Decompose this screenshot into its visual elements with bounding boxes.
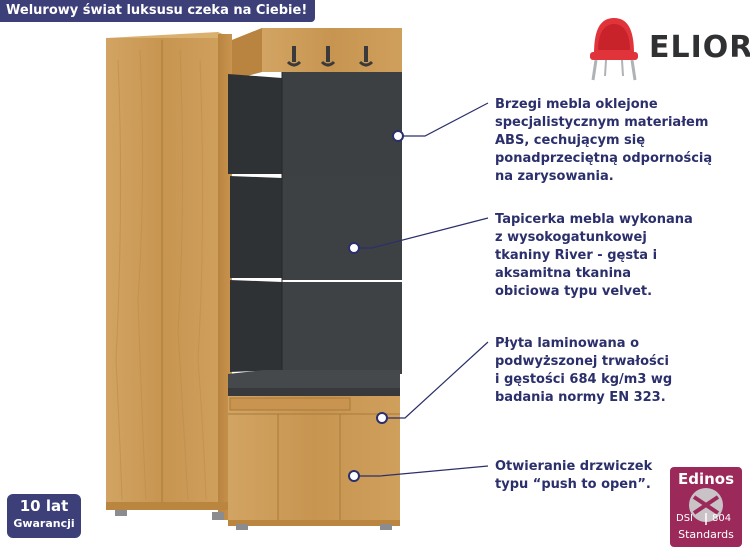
lower-cabinet xyxy=(228,396,400,530)
certificate-number: 804 xyxy=(712,513,732,524)
feature-laminate: Płyta laminowana o podwyższonej trwałośc… xyxy=(495,336,673,405)
brand-name: ELIOR xyxy=(649,30,750,65)
chair-icon xyxy=(590,18,638,81)
promo-banner: Welurowy świat luksusu czeka na Ciebie! xyxy=(0,0,316,22)
feature-push-to-open: Otwieranie drzwiczek typu “push to open”… xyxy=(495,459,653,492)
feature-upholstery: Tapicerka mebla wykonana z wysokogatunko… xyxy=(495,212,693,299)
warranty-years: 10 lat xyxy=(19,497,69,515)
coat-hook-icon xyxy=(286,46,374,67)
hanger-panel xyxy=(232,28,402,80)
brand-logo xyxy=(590,18,638,81)
bench-seat xyxy=(228,370,400,396)
certificate-standards: Standards xyxy=(678,528,734,541)
wardrobe xyxy=(106,32,232,520)
feature-edge-banding: Brzegi mebla oklejone specjalistycznym m… xyxy=(495,97,713,184)
warranty-label: Gwarancji xyxy=(13,517,75,530)
certificate-title: Edinos xyxy=(677,470,735,488)
certificate-dsi: DSI xyxy=(676,513,693,524)
upholstered-panels xyxy=(228,72,402,374)
certificate-badge xyxy=(670,467,742,547)
warranty-badge: 10 lat Gwarancji xyxy=(7,494,81,538)
callout-dot-icon xyxy=(348,130,404,482)
